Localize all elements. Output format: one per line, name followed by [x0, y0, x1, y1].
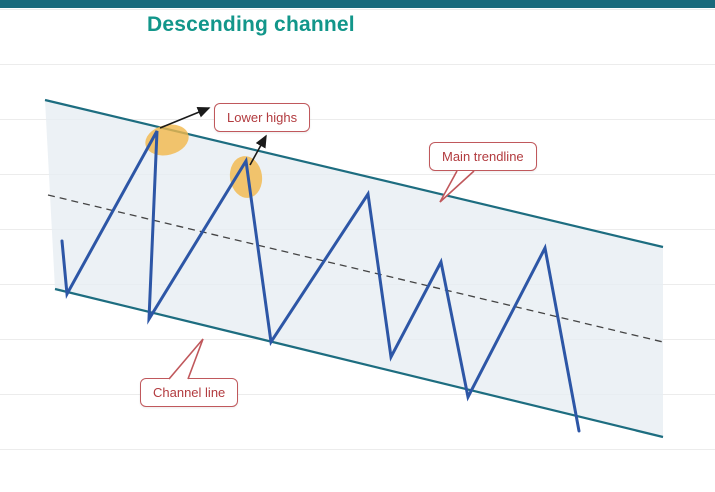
channel-line-label: Channel line [140, 378, 239, 407]
top-accent-bar [0, 0, 715, 8]
main-trendline-label: Main trendline [429, 142, 537, 171]
lower-highs-label: Lower highs [214, 103, 311, 132]
page-title: Descending channel [147, 13, 355, 36]
